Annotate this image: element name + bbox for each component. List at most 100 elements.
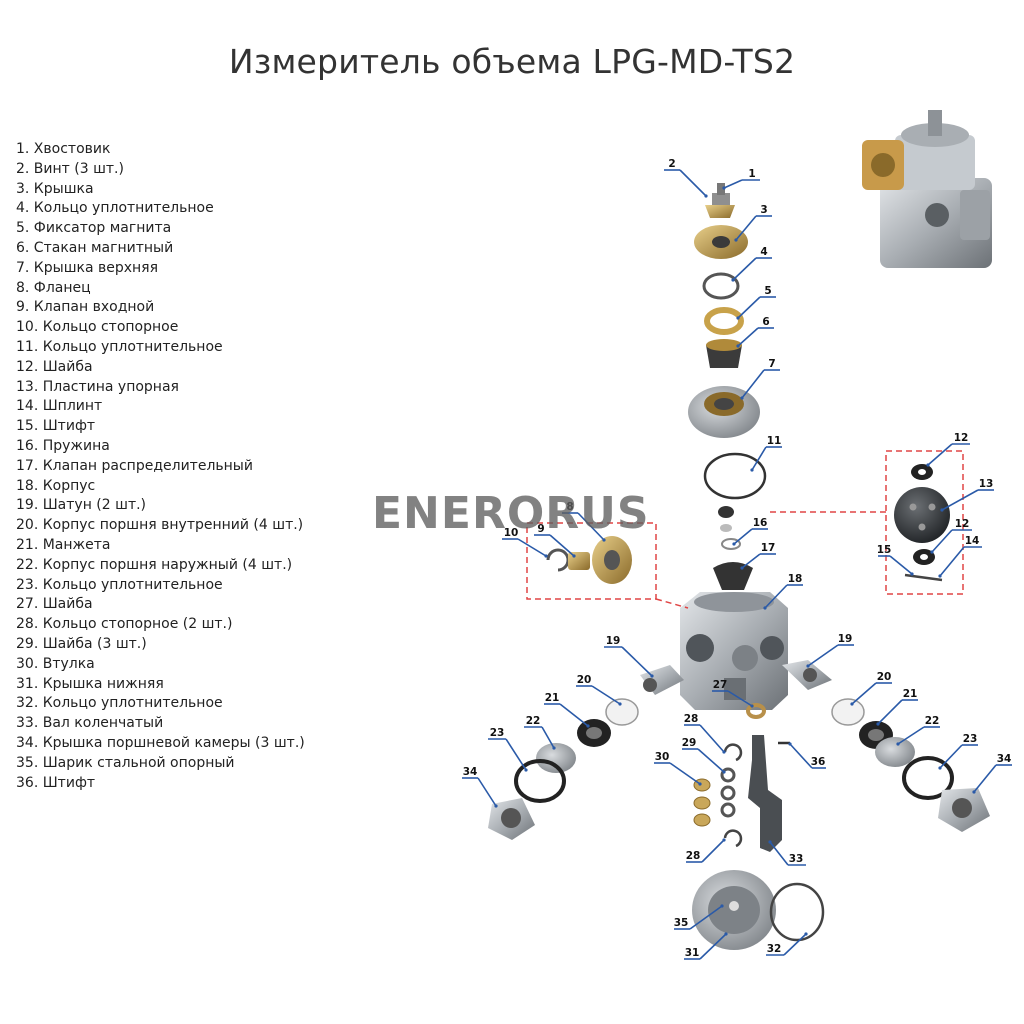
callout-leader-line: [931, 529, 953, 553]
callout-pointer-dot: [618, 702, 622, 706]
callout-pointer-dot: [544, 554, 548, 558]
parts-list-item: 22. Корпус поршня наружный (4 шт.): [16, 556, 293, 573]
callout-number: 1: [748, 168, 755, 180]
callout-number: 16: [753, 517, 768, 529]
part-upper-cover: [688, 386, 760, 438]
callout-29: 29: [682, 737, 726, 774]
callout-13: 13: [940, 478, 994, 512]
part-retaining-ring-28-top: [723, 743, 743, 762]
part-washer-27: [746, 703, 766, 719]
callout-leader-line: [737, 327, 759, 347]
callout-leader-line: [701, 839, 725, 863]
callout-number: 22: [526, 715, 541, 727]
callout-36: 36: [788, 742, 826, 769]
callout-leader-line: [764, 584, 788, 609]
callout-12: 12: [926, 432, 970, 467]
callout-pointer-dot: [940, 508, 944, 512]
callout-number: 2: [668, 158, 675, 170]
parts-list-item: 21. Манжета: [16, 536, 111, 553]
callout-pointer-dot: [722, 838, 726, 842]
callout-pointer-dot: [763, 606, 767, 610]
callout-pointer-dot: [850, 702, 854, 706]
part-pin-15: [904, 573, 943, 582]
parts-list-item: 34. Крышка поршневой камеры (3 шт.): [16, 734, 305, 751]
callout-leader-line: [889, 555, 913, 575]
callout-number: 13: [979, 478, 994, 490]
callout-6: 6: [736, 316, 774, 348]
callout-pointer-dot: [768, 840, 772, 844]
part-oring-23-left: [514, 759, 566, 803]
callout-34: 34: [972, 753, 1012, 794]
callout-leader-line: [732, 257, 757, 281]
part-spring: [718, 506, 741, 550]
callout-leader-line: [621, 646, 653, 677]
callout-pointer-dot: [722, 186, 726, 190]
callout-9: 9: [534, 523, 576, 558]
callout-pointer-dot: [930, 550, 934, 554]
callout-number: 17: [761, 542, 776, 554]
callout-20: 20: [850, 671, 892, 706]
watermark: ENERORUS: [372, 488, 650, 539]
callout-12: 12: [930, 518, 972, 554]
callout-number: 21: [545, 692, 560, 704]
parts-list-item: 11. Кольцо уплотнительное: [16, 338, 223, 355]
callout-number: 36: [811, 756, 826, 768]
callout-leader-line: [689, 905, 723, 930]
callout-pointer-dot: [926, 463, 930, 467]
callout-pointer-dot: [938, 766, 942, 770]
callout-21: 21: [544, 692, 590, 728]
parts-list-item: 9. Клапан входной: [16, 299, 155, 316]
part-inner-piston-left: [605, 698, 639, 726]
callout-pointer-dot: [804, 932, 808, 936]
callout-pointer-dot: [572, 554, 576, 558]
parts-list-item: 7. Крышка верхняя: [16, 259, 159, 276]
part-cup-seal-left: [577, 719, 611, 747]
parts-list-item: 12. Шайба: [16, 358, 93, 375]
callout-32: 32: [766, 932, 808, 956]
callout-number: 11: [767, 435, 782, 447]
parts-list-item: 5. Фиксатор магнита: [16, 220, 172, 237]
callout-leader-line: [973, 764, 997, 793]
callout-pointer-dot: [938, 574, 942, 578]
callout-number: 31: [685, 947, 700, 959]
assembled-meter-image: [862, 110, 992, 268]
part-outer-piston-left: [536, 743, 576, 773]
callout-leader-line: [591, 685, 621, 705]
callout-leader-line: [733, 528, 753, 545]
callout-number: 34: [997, 753, 1012, 765]
callout-17: 17: [740, 542, 776, 570]
callout-number: 34: [463, 766, 478, 778]
parts-list-item: 6. Стакан магнитный: [16, 239, 174, 256]
parts-list-item: 18. Корпус: [16, 477, 96, 494]
callout-leader-line: [505, 738, 527, 771]
callout-number: 30: [655, 751, 670, 763]
callout-leader-line: [941, 489, 979, 511]
callout-pointer-dot: [720, 904, 724, 908]
parts-list-item: 19. Шатун (2 шт.): [16, 497, 147, 514]
parts-list-item: 8. Фланец: [16, 279, 91, 296]
part-washers-29: [720, 767, 736, 818]
part-distributor-valve: [713, 562, 753, 590]
callout-pointer-dot: [650, 674, 654, 678]
callout-leader-line: [851, 682, 877, 705]
callout-pointer-dot: [734, 238, 738, 242]
callout-number: 23: [963, 733, 978, 745]
callout-number: 15: [877, 544, 892, 556]
callout-pointer-dot: [740, 566, 744, 570]
callout-leader-line: [699, 933, 727, 960]
part-magnet-cup: [706, 339, 742, 368]
callout-34: 34: [462, 766, 498, 808]
callout-number: 20: [877, 671, 892, 683]
parts-list-item: 4. Кольцо уплотнительное: [16, 200, 214, 217]
callout-pointer-dot: [876, 722, 880, 726]
part-oring-4: [702, 272, 740, 300]
parts-list-item: 10. Кольцо стопорное: [16, 319, 179, 336]
callout-number: 32: [767, 943, 782, 955]
callout-leader-line: [927, 443, 953, 466]
parts-list-item: 2. Винт (3 шт.): [16, 160, 124, 177]
callout-pointer-dot: [602, 538, 606, 542]
callout-leader-line: [741, 553, 761, 569]
callout-27: 27: [712, 679, 754, 708]
callout-number: 10: [504, 527, 519, 539]
